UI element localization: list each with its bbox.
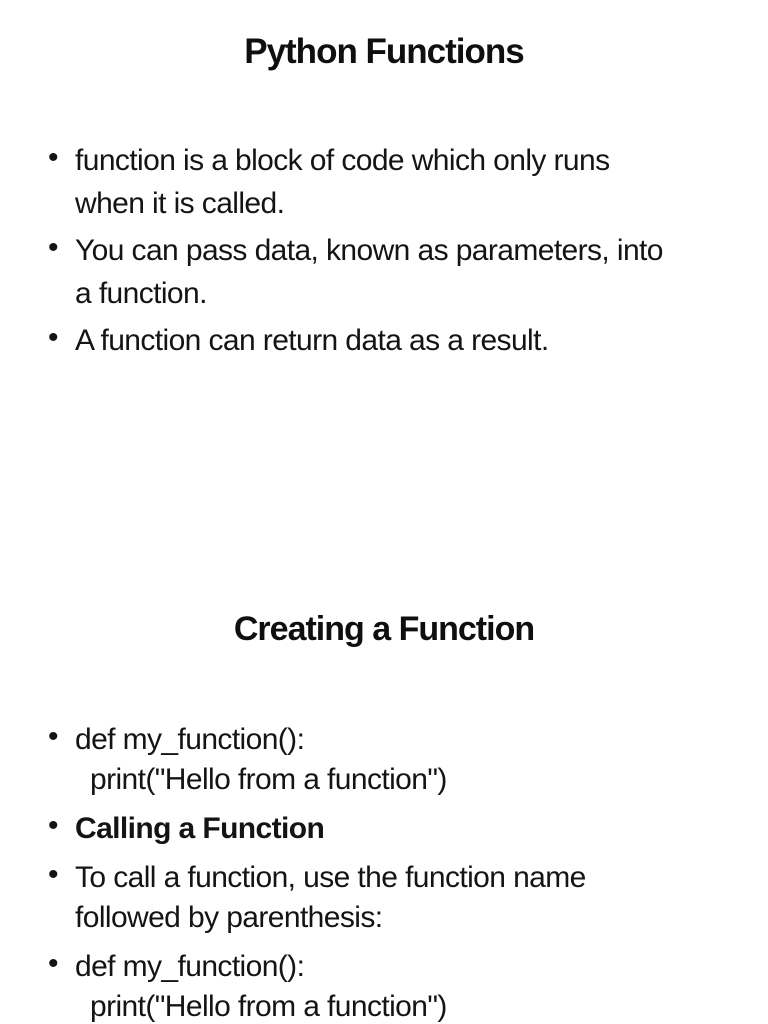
- bullet-line: To call a function, use the function nam…: [75, 861, 586, 894]
- code-def-line: def my_function():: [75, 950, 305, 983]
- bullet-item: • A function can return data as a result…: [48, 319, 762, 362]
- bullet-icon: •: [48, 809, 59, 842]
- slide1-bullet-list: • function is a block of code which only…: [48, 139, 762, 366]
- bullet-line: You can pass data, known as parameters, …: [75, 234, 663, 267]
- code-print-line: print("Hello from a function"): [90, 990, 447, 1023]
- bullet-icon: •: [48, 321, 59, 354]
- bullet-item: • function is a block of code which only…: [48, 139, 762, 225]
- code-def-line: def my_function():: [75, 723, 305, 756]
- bullet-line: function is a block of code which only r…: [75, 144, 610, 177]
- code-print-line: print("Hello from a function"): [90, 763, 447, 796]
- bullet-line: followed by parenthesis:: [75, 901, 383, 934]
- bullet-icon: •: [48, 720, 59, 753]
- slide2-title: Creating a Function: [233, 610, 535, 648]
- bullet-item-code: • def my_function(): print("Hello from a…: [48, 947, 762, 1024]
- bullet-item-code: • def my_function(): print("Hello from a…: [48, 720, 762, 800]
- slide1-title: Python Functions: [244, 32, 525, 71]
- bullet-line: A function can return data as a result.: [75, 324, 549, 357]
- bullet-item-heading: • Calling a Function: [48, 809, 762, 849]
- bullet-line: when it is called.: [75, 187, 285, 220]
- bullet-icon: •: [48, 947, 59, 980]
- bullet-item: • To call a function, use the function n…: [48, 858, 762, 938]
- bullet-item: • You can pass data, known as parameters…: [48, 229, 762, 315]
- bullet-icon: •: [48, 141, 59, 174]
- bullet-line: a function.: [75, 277, 207, 310]
- bullet-icon: •: [48, 858, 59, 891]
- bullet-bold-line: Calling a Function: [75, 812, 325, 845]
- slide2-bullet-list: • def my_function(): print("Hello from a…: [48, 720, 762, 1024]
- bullet-icon: •: [48, 231, 59, 264]
